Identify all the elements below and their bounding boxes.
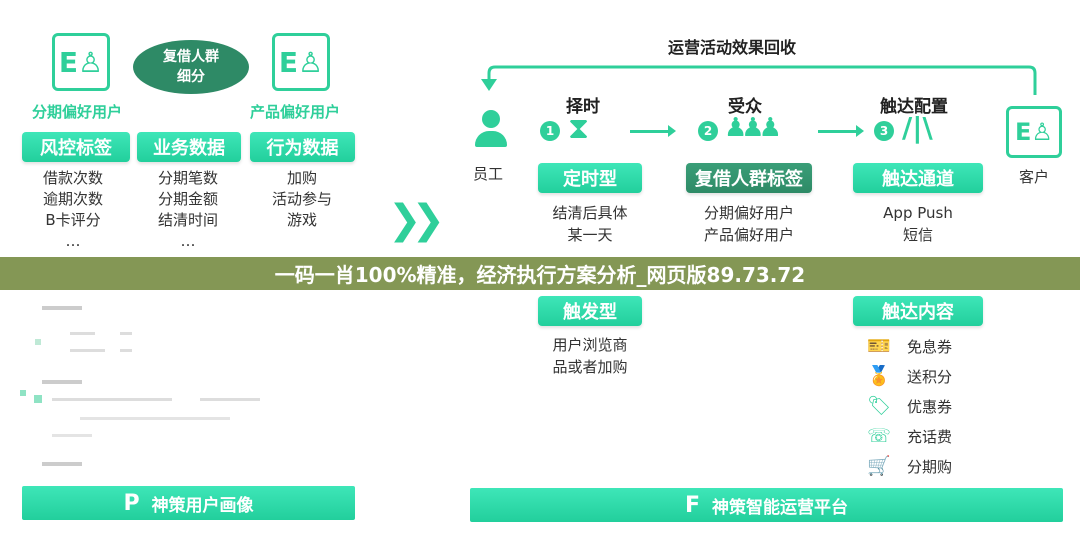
customer-icon: E♙: [1006, 106, 1062, 158]
arrow-icon: [630, 125, 676, 137]
col-header-business: 业务数据: [137, 132, 241, 162]
timing-text: 品或者加购: [552, 358, 628, 376]
ticket-icon: 🎫: [867, 335, 891, 357]
col-header-behavior: 行为数据: [250, 132, 355, 162]
medal-icon: 🏅: [867, 365, 891, 387]
customer-label: 客户: [1019, 168, 1050, 186]
col-header-risk: 风控标签: [22, 132, 130, 162]
phone-icon: ☏: [867, 425, 891, 447]
employee-icon: [473, 110, 509, 150]
cell: 游戏: [286, 211, 317, 229]
cell: 借款次数: [42, 169, 103, 187]
audience-item: 分期偏好用户: [703, 204, 794, 222]
cart-icon: 🛒: [867, 455, 891, 477]
content-label: 分期购: [907, 457, 953, 476]
content-item: 🏷 优惠券: [865, 392, 985, 420]
title-banner: 一码一肖100%精准，经济执行方案分析_网页版89.73.72: [0, 257, 1080, 290]
channel-button: 触达通道: [853, 163, 983, 193]
timing-trigger-button: 触发型: [538, 296, 642, 326]
cell: B卡评分: [45, 211, 101, 229]
cell: …: [180, 232, 196, 250]
content-item: 🎫 免息券: [865, 332, 985, 360]
audience-item: 产品偏好用户: [703, 226, 794, 244]
people-icon: ♟♟♟: [724, 113, 782, 143]
cell: 加购: [286, 169, 317, 187]
user-icon-left: E♙: [52, 33, 110, 91]
footer-operation-platform: F 神策智能运营平台: [470, 488, 1063, 522]
pill-line1: 复借人群: [163, 49, 219, 65]
step-title-timing: 择时: [566, 97, 600, 117]
step-title-audience: 受众: [728, 97, 762, 117]
timing-text: 某一天: [567, 226, 613, 244]
profile-logo-icon: P: [123, 490, 140, 516]
channel-item: App Push: [883, 204, 953, 222]
feedback-title: 运营活动效果回收: [668, 38, 797, 57]
group-label-installment: 分期偏好用户: [32, 103, 123, 121]
banner-title: 一码一肖100%精准，经济执行方案分析_网页版89.73.72: [274, 263, 806, 287]
employee-label: 员工: [473, 165, 504, 183]
content-item: ☏ 充话费: [865, 422, 985, 450]
cell: 分期金额: [157, 190, 218, 208]
content-label: 送积分: [907, 367, 953, 386]
footer-user-profile: P 神策用户画像: [22, 486, 355, 520]
timing-text: 用户浏览商: [552, 336, 628, 354]
cell: 分期笔数: [157, 169, 218, 187]
step-number: 3: [874, 121, 894, 141]
footer-label: 神策智能运营平台: [712, 497, 849, 518]
content-button: 触达内容: [853, 296, 983, 326]
content-label: 免息券: [907, 337, 953, 356]
coupon-tag-icon: 🏷: [866, 395, 892, 417]
user-icon-right: E♙: [272, 33, 330, 91]
cell: …: [65, 232, 81, 250]
platform-logo-icon: F: [684, 492, 701, 518]
step-title-channel: 触达配置: [880, 97, 948, 117]
audience-tag-button: 复借人群标签: [686, 163, 812, 193]
pill-line2: 细分: [177, 69, 205, 85]
content-item: 🛒 分期购: [865, 452, 985, 480]
step-number: 1: [540, 121, 560, 141]
step-number: 2: [698, 121, 718, 141]
content-label: 充话费: [907, 427, 953, 446]
arrow-icon: [818, 125, 864, 137]
blurred-form-preview: [20, 302, 350, 466]
channel-item: 短信: [902, 226, 933, 244]
timing-scheduled-button: 定时型: [538, 163, 642, 193]
timing-text: 结清后具体: [552, 204, 628, 222]
footer-label: 神策用户画像: [151, 495, 254, 516]
hourglass-icon: ⧗: [568, 111, 590, 146]
road-icon: /|\: [902, 111, 933, 144]
content-item: 🏅 送积分: [865, 362, 985, 390]
double-chevron-icon: ❯❯: [388, 197, 445, 243]
group-label-product: 产品偏好用户: [250, 103, 341, 121]
cell: 结清时间: [157, 211, 218, 229]
feedback-loop-arrow: [481, 65, 1037, 95]
cell: 逾期次数: [42, 190, 103, 208]
segment-pill: 复借人群 细分: [133, 40, 249, 94]
content-label: 优惠券: [907, 397, 953, 416]
cell: 活动参与: [271, 190, 332, 208]
